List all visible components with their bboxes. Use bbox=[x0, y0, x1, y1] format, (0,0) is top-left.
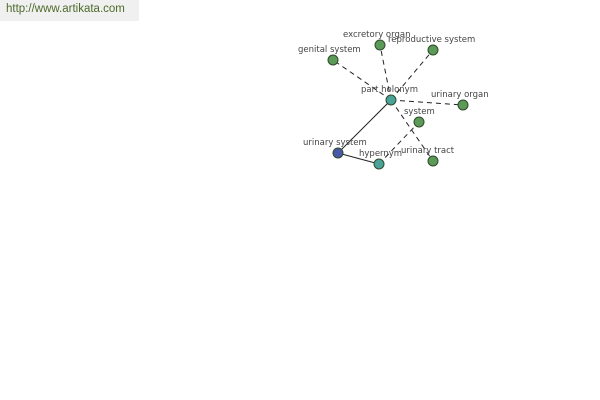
edges-layer bbox=[332, 44, 464, 165]
node-urinary-tract[interactable]: urinary tract bbox=[401, 146, 455, 167]
node-system[interactable]: system bbox=[404, 107, 435, 128]
edge-part-holonym-to-urinary-tract bbox=[390, 99, 434, 162]
node-genital-system[interactable]: genital system bbox=[298, 45, 361, 66]
site-url-link[interactable]: http://www.artikata.com bbox=[6, 3, 125, 15]
node-label-genital-system: genital system bbox=[298, 45, 361, 55]
node-label-hypernym: hypernym bbox=[359, 149, 402, 159]
edge-part-holonym-to-excretory-organ bbox=[379, 44, 392, 101]
node-label-urinary-system: urinary system bbox=[303, 138, 367, 148]
nodes-layer: urinary system part holonym hypernym genita… bbox=[298, 30, 489, 170]
node-dot-system[interactable] bbox=[413, 116, 425, 128]
edge-urinary-system-to-hypernym bbox=[337, 152, 380, 165]
node-urinary-system[interactable]: urinary system bbox=[303, 138, 367, 159]
node-label-part-holonym: part holonym bbox=[361, 85, 418, 95]
edge-hypernym-to-system bbox=[378, 121, 420, 165]
node-reproductive-system[interactable]: reproductive system bbox=[388, 35, 475, 56]
node-dot-hypernym[interactable] bbox=[373, 158, 385, 170]
node-dot-excretory-organ[interactable] bbox=[374, 39, 386, 51]
edge-part-holonym-to-reproductive-system bbox=[390, 49, 434, 101]
node-dot-urinary-system[interactable] bbox=[332, 147, 344, 159]
node-label-reproductive-system: reproductive system bbox=[388, 35, 475, 45]
node-hypernym[interactable]: hypernym bbox=[359, 149, 402, 170]
node-label-urinary-tract: urinary tract bbox=[401, 146, 455, 156]
node-label-urinary-organ: urinary organ bbox=[431, 90, 489, 100]
node-excretory-organ[interactable]: excretory organ bbox=[343, 30, 410, 51]
node-urinary-organ[interactable]: urinary organ bbox=[431, 90, 489, 111]
edge-part-holonym-to-genital-system bbox=[332, 59, 392, 101]
node-label-excretory-organ: excretory organ bbox=[343, 30, 410, 40]
node-dot-reproductive-system[interactable] bbox=[427, 44, 439, 56]
node-part-holonym[interactable]: part holonym bbox=[361, 85, 418, 106]
node-dot-genital-system[interactable] bbox=[327, 54, 339, 66]
node-dot-part-holonym[interactable] bbox=[385, 94, 397, 106]
edge-part-holonym-to-urinary-organ bbox=[390, 99, 464, 106]
node-label-system: system bbox=[404, 107, 435, 117]
node-dot-urinary-organ[interactable] bbox=[457, 99, 469, 111]
edge-urinary-system-to-part-holonym bbox=[337, 99, 392, 154]
node-dot-urinary-tract[interactable] bbox=[427, 155, 439, 167]
url-banner: http://www.artikata.com bbox=[0, 0, 139, 21]
